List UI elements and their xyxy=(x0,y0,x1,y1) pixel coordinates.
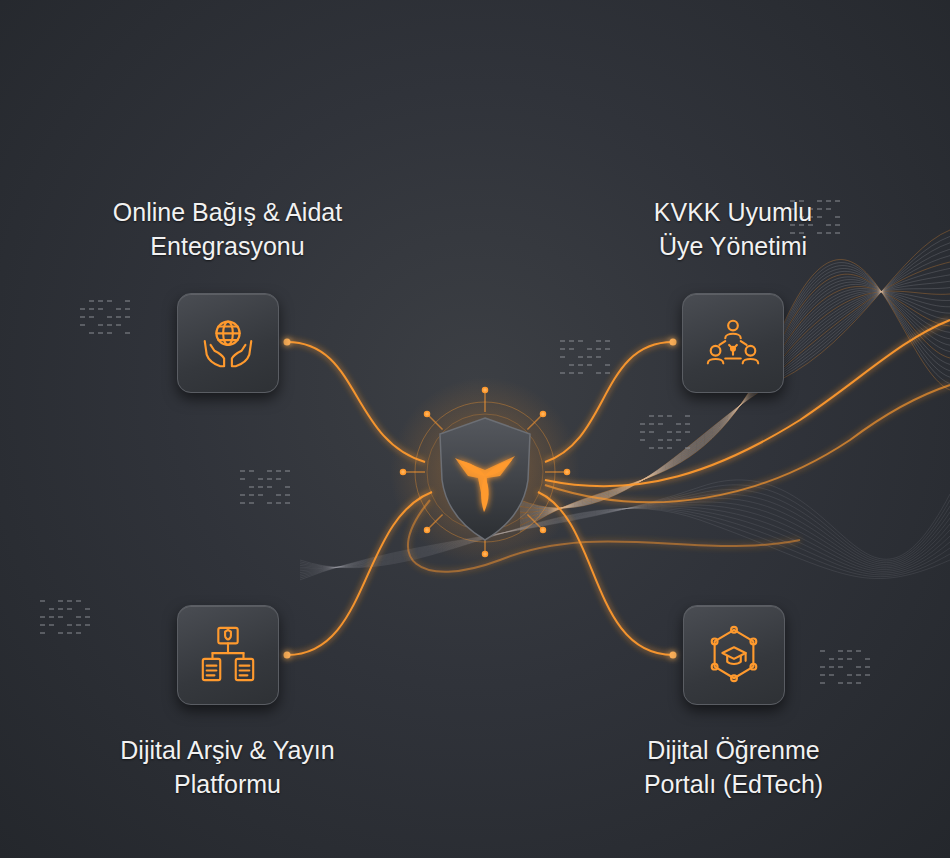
feature-label: Dijital Arşiv & Yayın Platformu xyxy=(110,733,345,801)
feature-node: Dijital Öğrenme Portalı (EdTech) xyxy=(611,605,856,801)
feature-label: KVKK Uyumlu Üye Yönetimi xyxy=(633,195,833,263)
feature-node: KVKK Uyumlu Üye Yönetimi xyxy=(633,195,833,393)
icon-box xyxy=(682,293,784,393)
feature-icon xyxy=(702,312,764,374)
icon-box xyxy=(683,605,785,705)
feature-icon xyxy=(703,624,765,686)
icon-box xyxy=(177,293,279,393)
feature-node: Online Bağış & Aidat Entegrasyonu xyxy=(90,195,365,393)
feature-label: Online Bağış & Aidat Entegrasyonu xyxy=(90,195,365,263)
feature-icon xyxy=(197,312,259,374)
feature-label: Dijital Öğrenme Portalı (EdTech) xyxy=(611,733,856,801)
feature-icon xyxy=(197,624,259,686)
feature-node: Dijital Arşiv & Yayın Platformu xyxy=(110,605,345,801)
icon-box xyxy=(177,605,279,705)
